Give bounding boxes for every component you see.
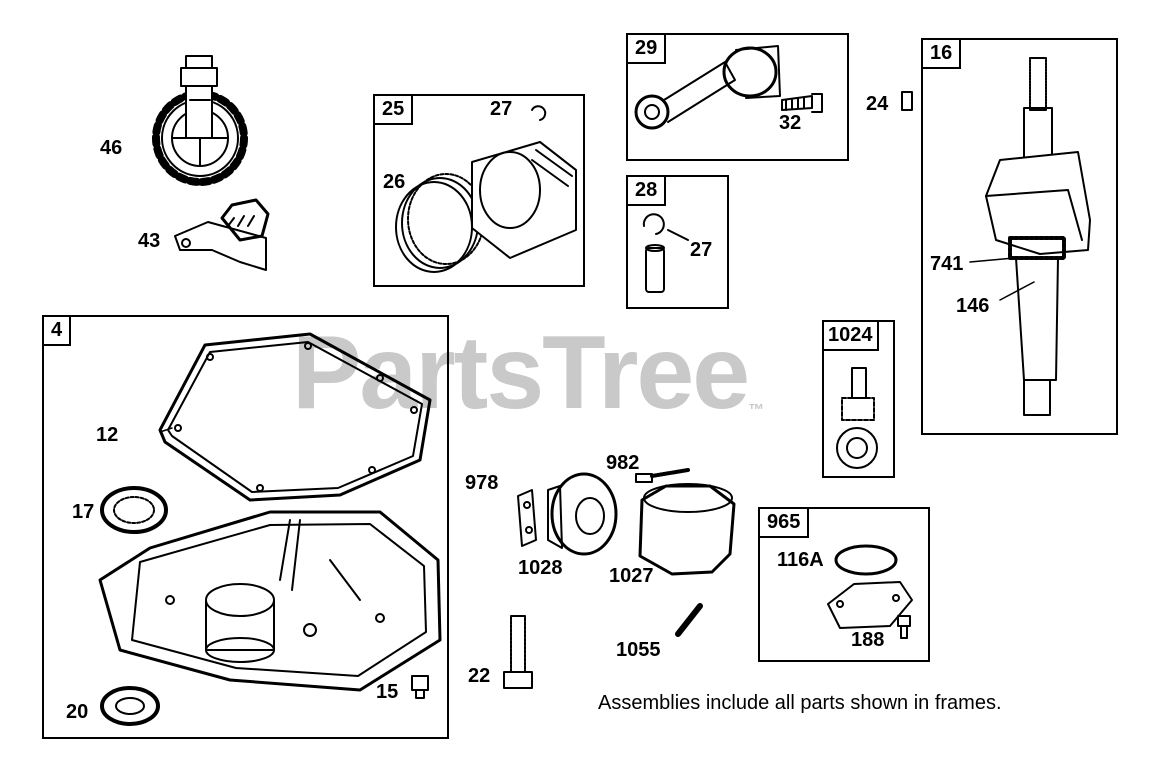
part-number-1028: 1028 — [518, 557, 563, 579]
oil-filter-adapter-drawing — [547, 472, 618, 556]
part-number-12: 12 — [96, 424, 119, 446]
watermark-text: PartsTree — [292, 315, 750, 431]
piston-drawing — [395, 105, 577, 273]
oil-filter-screw-drawing — [635, 468, 690, 483]
frame-sump-assembly: 4 — [42, 315, 449, 739]
part-number-17: 17 — [72, 501, 95, 523]
frame-label: 1024 — [824, 322, 879, 351]
frame-oil-pump-assembly: 965 — [758, 507, 930, 662]
frame-label: 25 — [375, 96, 414, 125]
frame-connecting-rod-assembly: 29 — [626, 33, 849, 161]
frame-label: 4 — [44, 317, 72, 346]
part-number-43: 43 — [138, 230, 161, 252]
part-number-1027: 1027 — [609, 565, 654, 587]
part-number-982: 982 — [606, 452, 640, 474]
governor-drawing — [836, 367, 878, 469]
frame-label: 29 — [628, 35, 667, 64]
sump-drawing — [98, 510, 442, 692]
oil-seal-20-drawing — [100, 686, 160, 726]
part-number-22: 22 — [468, 665, 491, 687]
oil-pump-cover-drawing — [827, 544, 913, 639]
oil-seal-17-drawing — [100, 486, 168, 534]
bolt-22-drawing — [503, 615, 533, 689]
oil-filter-drawing — [638, 483, 736, 576]
frame-piston-assembly: 25 — [373, 94, 585, 287]
frame-crankshaft-assembly: 16 — [921, 38, 1118, 435]
part-number-27: 27 — [490, 98, 513, 120]
frame-piston-pin-assembly: 28 — [626, 175, 729, 309]
part-number-32: 32 — [779, 112, 802, 134]
compression-release-drawing — [174, 198, 270, 271]
watermark-logo: PartsTree™ — [292, 315, 764, 431]
part-number-116a: 116A — [777, 549, 824, 571]
part-number-1055: 1055 — [616, 639, 661, 661]
part-number-26: 26 — [383, 171, 406, 193]
part-number-188: 188 — [851, 629, 885, 651]
dipstick-pin-drawing — [675, 603, 703, 637]
watermark-trademark: ™ — [748, 402, 764, 419]
part-number-146: 146 — [956, 295, 990, 317]
sump-gasket-drawing — [158, 332, 432, 502]
leader-lines — [159, 257, 1035, 433]
oil-filter-gasket-drawing — [517, 489, 537, 547]
frame-governor-assembly: 1024 — [822, 320, 895, 478]
part-number-20: 20 — [66, 701, 89, 723]
cam-gear-drawing — [152, 55, 248, 186]
frame-label: 965 — [760, 509, 810, 538]
part-number-27: 27 — [690, 239, 713, 261]
frame-label: 16 — [923, 40, 962, 69]
frame-label: 28 — [628, 177, 667, 206]
drain-plug-drawing — [411, 675, 429, 699]
piston-pin-drawing — [642, 213, 689, 293]
crankshaft-drawing — [985, 57, 1091, 416]
connecting-rod-drawing — [634, 45, 823, 130]
part-number-15: 15 — [376, 681, 399, 703]
part-number-978: 978 — [465, 472, 499, 494]
key-drawing — [901, 91, 913, 111]
part-number-741: 741 — [930, 253, 964, 275]
assemblies-note: Assemblies include all parts shown in fr… — [598, 692, 1002, 714]
part-number-24: 24 — [866, 93, 889, 115]
part-number-46: 46 — [100, 137, 123, 159]
